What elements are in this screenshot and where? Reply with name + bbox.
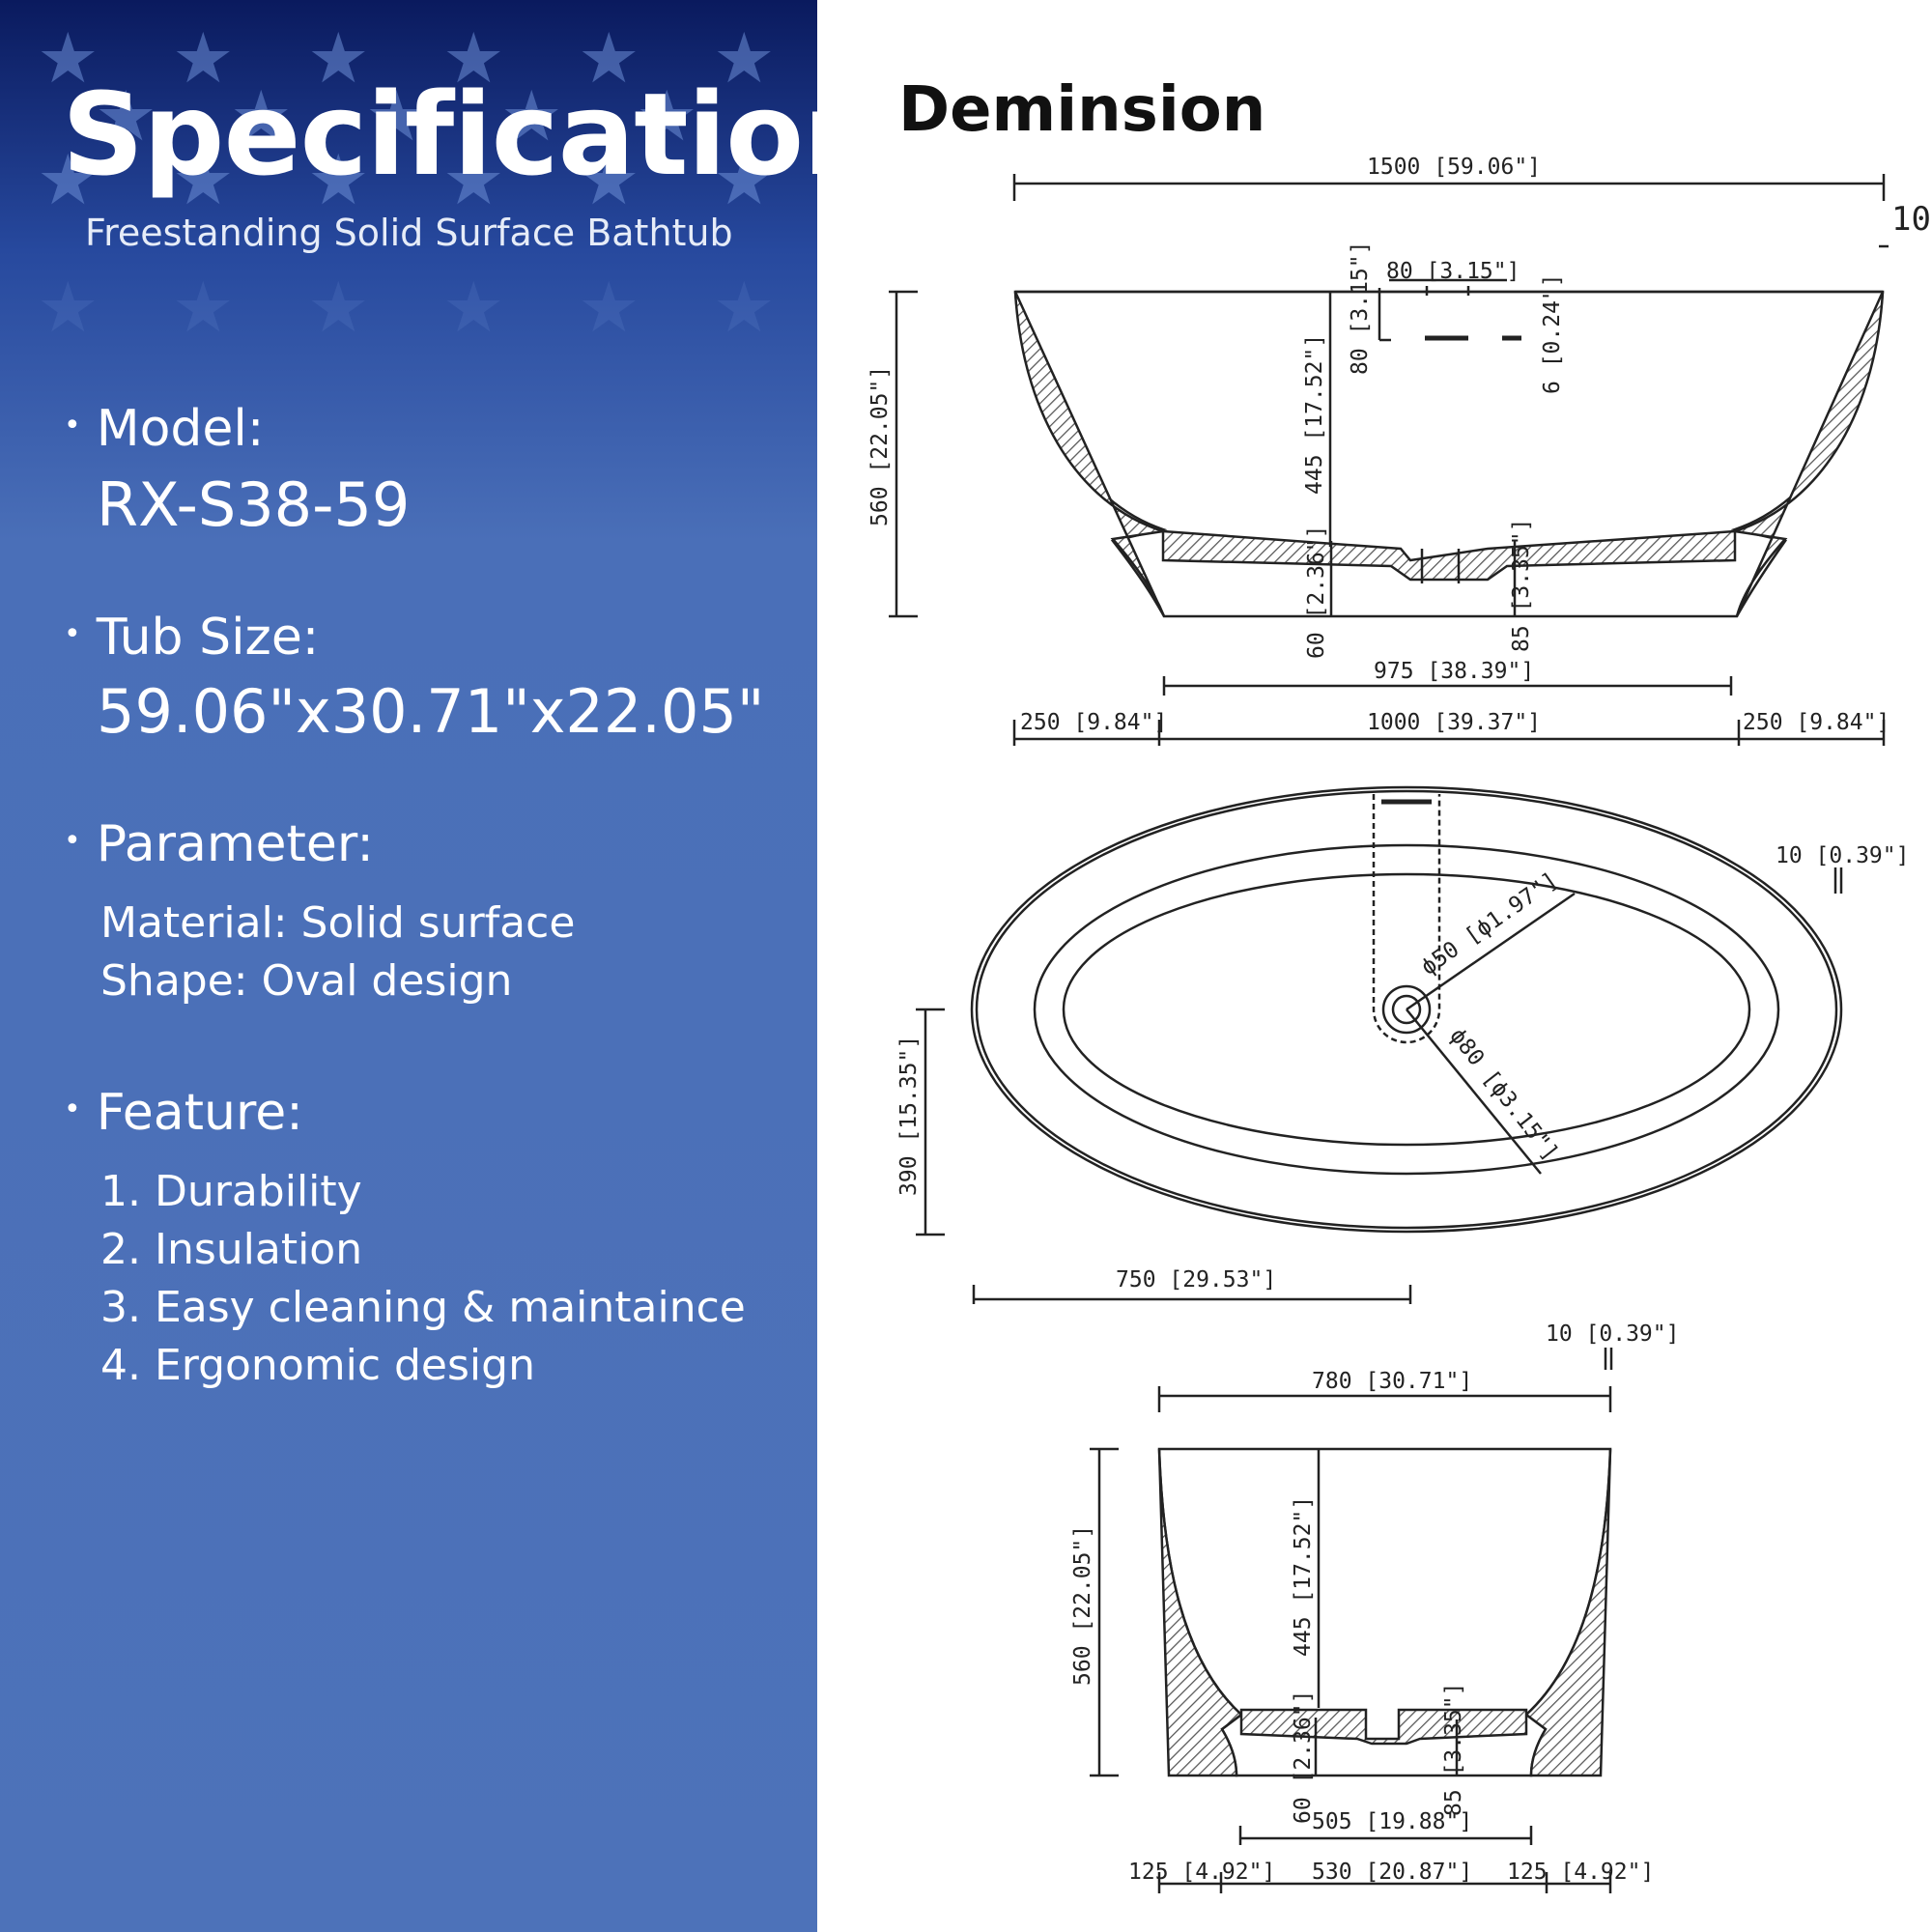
dim-end-base-60: 60 [2.36"]	[1291, 1690, 1316, 1824]
star-icon: ★	[365, 75, 428, 156]
star-icon: ★	[713, 267, 776, 348]
side-view-labels: 1500 [59.06"] 10 80 [3.15"] 80 [3.15"] 6…	[867, 155, 1931, 735]
star-icon: ★	[713, 139, 776, 220]
dim-end-base-width: 505 [19.88"]	[1312, 1809, 1472, 1834]
star-icon: ★	[578, 267, 640, 348]
star-icon: ★	[442, 139, 505, 220]
dimension-heading: Deminsion	[898, 74, 1266, 146]
dim-inner-depth: 445 [17.52"]	[1302, 334, 1327, 495]
dim-base-60: 60 [2.36"]	[1304, 526, 1329, 659]
tub-size-heading: •Tub Size:	[64, 609, 320, 667]
star-icon: ★	[172, 17, 235, 99]
dim-overflow-height: 80 [3.15"]	[1348, 242, 1373, 375]
dim-end-inner-depth: 445 [17.52"]	[1291, 1496, 1316, 1657]
dim-drain-to-end: 750 [29.53"]	[1116, 1267, 1276, 1293]
star-icon: ★	[442, 267, 505, 348]
parameter-heading: •Parameter:	[64, 815, 374, 873]
star-icon: ★	[442, 17, 505, 99]
top-view-labels: 10 [0.39"] ϕ50 [ϕ1.97"] ϕ80 [ϕ3.15"] 390…	[896, 843, 1909, 1293]
dim-overflow-width: 80 [3.15"]	[1386, 259, 1520, 284]
star-icon: ★	[37, 17, 99, 99]
star-icon: ★	[95, 75, 157, 156]
parameter-item: Shape: Oval design	[100, 956, 513, 1006]
star-icon: ★	[713, 17, 776, 99]
dim-end-overall-width: 780 [30.71"]	[1312, 1369, 1472, 1394]
page-title: Specification	[62, 68, 817, 201]
feature-heading: •Feature:	[64, 1084, 303, 1142]
tub-size-label: Tub Size:	[96, 609, 320, 667]
feature-item: 4. Ergonomic design	[100, 1341, 535, 1390]
star-icon: ★	[307, 139, 370, 220]
dim-base-length: 975 [38.39"]	[1374, 659, 1534, 684]
star-icon: ★	[307, 17, 370, 99]
star-icon: ★	[230, 75, 293, 156]
tub-size-value: 59.06"x30.71"x22.05"	[97, 676, 765, 747]
parameter-label: Parameter:	[96, 815, 374, 873]
feature-item: 3. Easy cleaning & maintaince	[100, 1283, 746, 1332]
dim-drain-small: ϕ50 [ϕ1.97"]	[1417, 867, 1563, 980]
end-view-labels: 10 [0.39"] 780 [30.71"] 560 [22.05"] 445…	[1070, 1321, 1679, 1885]
model-value: RX-S38-59	[97, 469, 411, 540]
dimension-drawing: 1500 [59.06"] 10 80 [3.15"] 80 [3.15"] 6…	[867, 155, 1931, 1893]
feature-item: 1. Durability	[100, 1167, 362, 1216]
spec-panel: ★ ★ ★ ★ ★ ★ ★ ★ ★ ★ ★ ★ ★ ★ ★ ★ ★ ★ ★ ★ …	[0, 0, 817, 1932]
parameter-item: Material: Solid surface	[100, 898, 576, 948]
page-subtitle: Freestanding Solid Surface Bathtub	[85, 212, 733, 254]
dim-base-85: 85 [3.35"]	[1509, 519, 1534, 652]
dim-right-offset: 250 [9.84"]	[1743, 710, 1889, 735]
dim-drain-to-side: 390 [15.35"]	[896, 1036, 922, 1196]
star-icon: ★	[578, 17, 640, 99]
feature-item: 2. Insulation	[100, 1225, 363, 1274]
dim-rim: 10	[1891, 200, 1931, 239]
star-icon: ★	[500, 75, 563, 156]
end-view	[1090, 1348, 1613, 1893]
dim-end-overall-height: 560 [22.05"]	[1070, 1525, 1095, 1686]
dim-overflow-slot: 6 [0.24"]	[1540, 273, 1565, 394]
star-icon: ★	[172, 139, 235, 220]
dim-overall-length: 1500 [59.06"]	[1367, 155, 1541, 180]
star-icon: ★	[636, 75, 698, 156]
dim-end-right-offset: 125 [4.92"]	[1507, 1860, 1654, 1885]
model-heading: •Model:	[64, 400, 265, 458]
dim-top-rim: 10 [0.39"]	[1776, 843, 1909, 868]
dim-left-offset: 250 [9.84"]	[1020, 710, 1167, 735]
dim-end-middle-width: 530 [20.87"]	[1312, 1860, 1472, 1885]
side-view	[889, 174, 1889, 746]
feature-label: Feature:	[96, 1084, 303, 1142]
star-icon: ★	[37, 267, 99, 348]
star-icon: ★	[37, 139, 99, 220]
dim-end-base-85: 85 [3.35"]	[1441, 1683, 1466, 1816]
top-view	[916, 785, 1843, 1304]
star-icon: ★	[307, 267, 370, 348]
star-icon: ★	[172, 267, 235, 348]
dim-drain-large: ϕ80 [ϕ3.15"]	[1444, 1024, 1563, 1166]
dim-middle-length: 1000 [39.37"]	[1367, 710, 1541, 735]
model-label: Model:	[96, 400, 265, 458]
star-icon: ★	[578, 139, 640, 220]
dim-overall-height: 560 [22.05"]	[867, 366, 893, 526]
dim-end-left-offset: 125 [4.92"]	[1128, 1860, 1275, 1885]
dim-end-rim: 10 [0.39"]	[1546, 1321, 1679, 1347]
